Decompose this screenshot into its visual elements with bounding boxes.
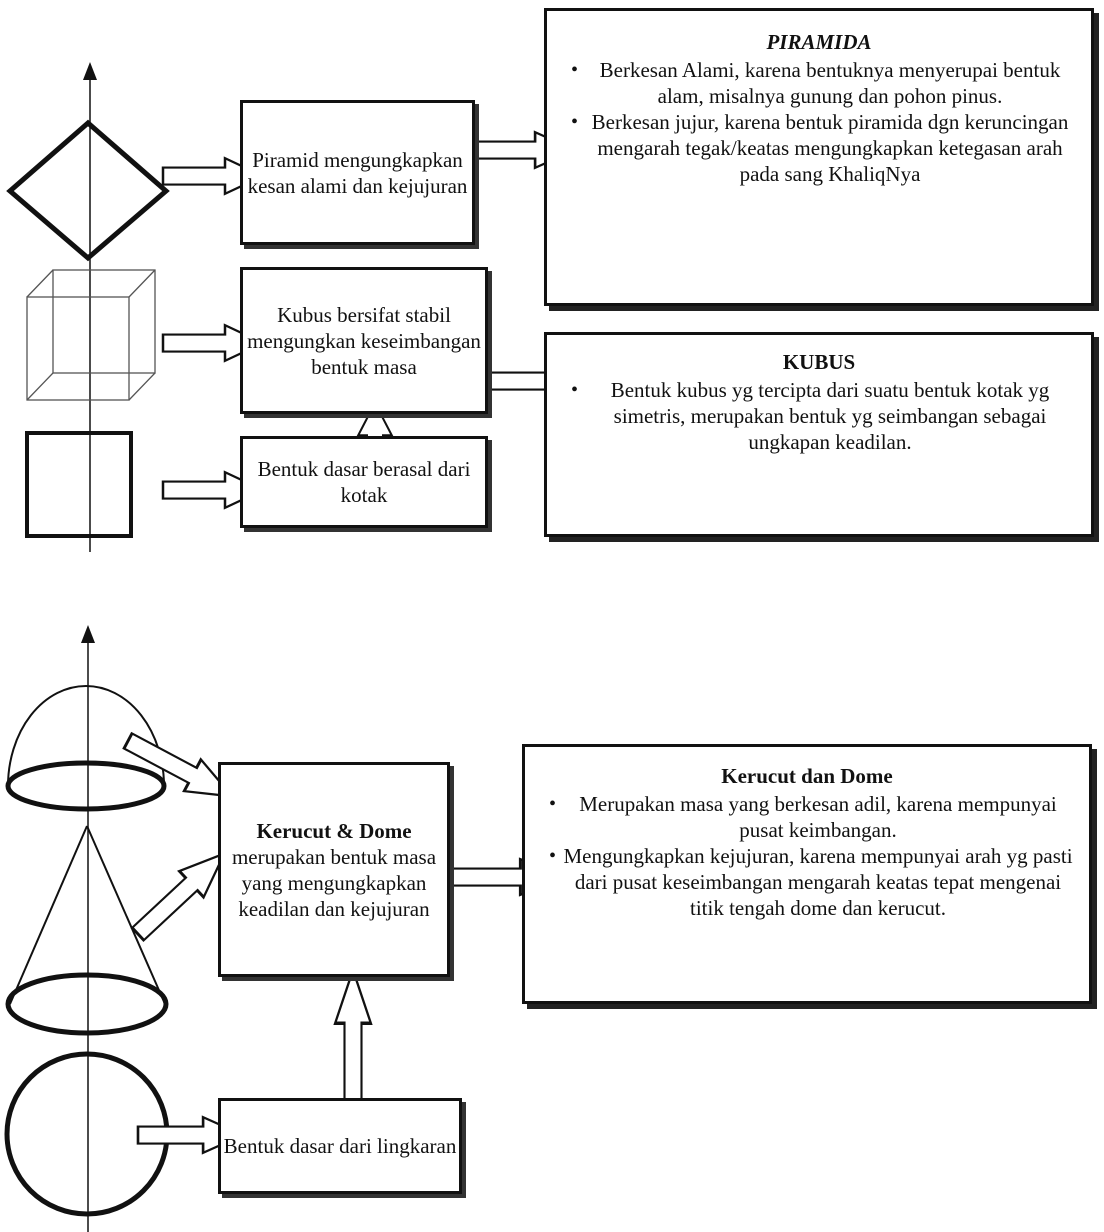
axis-line-top <box>83 62 97 552</box>
box-kerucut-dome-text: merupakan bentuk masa yang mengungkapkan… <box>231 844 437 921</box>
cube-shape <box>26 269 156 401</box>
box-dasar-kotak: Bentuk dasar berasal dari kotak <box>240 436 488 528</box>
info-kerucut-dome: Kerucut dan Dome Merupakan masa yang ber… <box>522 744 1092 1004</box>
dome-shape <box>5 685 167 812</box>
box-piramid-text: Piramid mengungkapkan kesan alami dan ke… <box>247 147 468 198</box>
info-piramida: PIRAMIDA Berkesan Alami, karena bentukny… <box>544 8 1094 306</box>
box-kerucut-dome: Kerucut & Dome merupakan bentuk masa yan… <box>218 762 450 977</box>
arrow-up-dasar-to-kerucut <box>333 968 373 1112</box>
pyramid-shape <box>6 119 170 262</box>
info-piramida-title: PIRAMIDA <box>766 30 872 54</box>
cone-shape <box>5 825 169 1036</box>
info-piramida-point: Berkesan jujur, karena bentuk piramida d… <box>563 109 1075 187</box>
info-kerucut-dome-point: Mengungkapkan kejujuran, karena mempunya… <box>541 843 1073 921</box>
axis-line-bottom <box>81 625 95 1232</box>
box-dasar-kotak-text: Bentuk dasar berasal dari kotak <box>257 457 471 507</box>
box-kubus-text: Kubus bersifat stabil mengungkan keseimb… <box>247 302 481 379</box>
info-kerucut-dome-title: Kerucut dan Dome <box>721 764 893 788</box>
info-kerucut-dome-point: Merupakan masa yang berkesan adil, karen… <box>541 791 1073 843</box>
box-kubus: Kubus bersifat stabil mengungkan keseimb… <box>240 267 488 414</box>
box-dasar-lingkaran: Bentuk dasar dari lingkaran <box>218 1098 462 1194</box>
square-shape <box>25 431 133 538</box>
info-piramida-point: Berkesan Alami, karena bentuknya menyeru… <box>563 57 1075 109</box>
info-kubus: KUBUS Bentuk kubus yg tercipta dari suat… <box>544 332 1094 537</box>
info-kubus-point: Bentuk kubus yg tercipta dari suatu bent… <box>563 377 1075 455</box>
box-kerucut-dome-title: Kerucut & Dome <box>256 818 412 843</box>
box-dasar-lingkaran-text: Bentuk dasar dari lingkaran <box>223 1134 457 1158</box>
box-piramid: Piramid mengungkapkan kesan alami dan ke… <box>240 100 475 245</box>
info-kubus-title: KUBUS <box>782 350 856 374</box>
